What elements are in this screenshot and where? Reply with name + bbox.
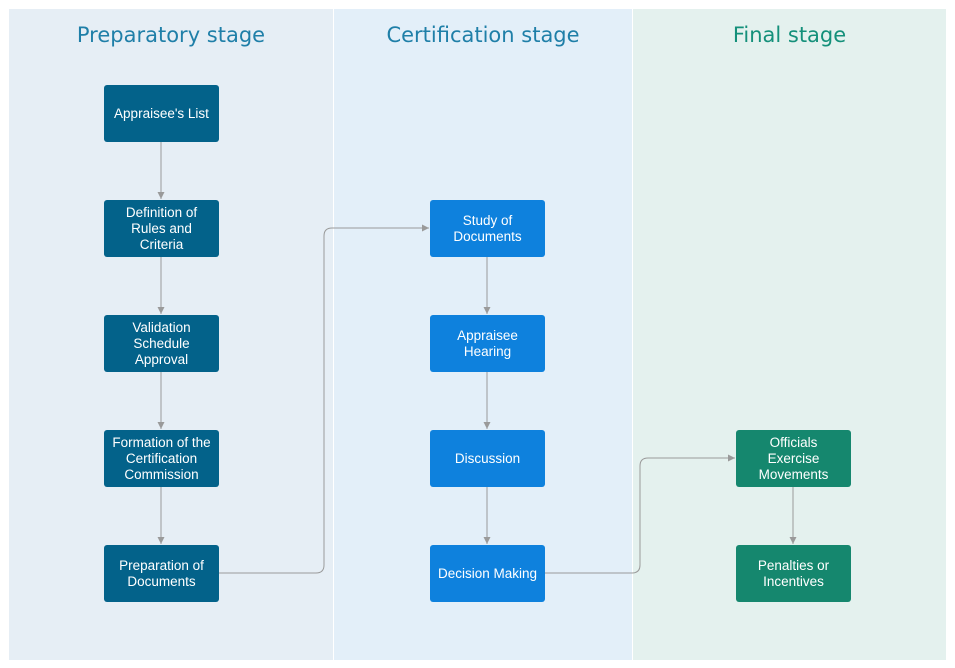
node-label: Appraisee's List (114, 105, 209, 121)
node-label: Officials Exercise Movements (758, 434, 829, 482)
node-label: Appraisee Hearing (457, 327, 518, 359)
node-label: Validation Schedule Approval (132, 319, 191, 367)
node-label: Study of Documents (453, 212, 522, 244)
lane-title-preparatory: Preparatory stage (76, 23, 266, 47)
node-appraisee-hearing[interactable]: Appraisee Hearing (430, 315, 545, 372)
node-label: Discussion (454, 450, 521, 466)
node-appraisees-list[interactable]: Appraisee's List (104, 85, 219, 142)
node-decision-making[interactable]: Decision Making (430, 545, 545, 602)
node-penalties-incentives[interactable]: Penalties or Incentives (736, 545, 851, 602)
node-label: Penalties or Incentives (757, 557, 830, 589)
node-officials-exercise[interactable]: Officials Exercise Movements (736, 430, 851, 487)
node-label: Preparation of Documents (119, 557, 204, 589)
node-discussion[interactable]: Discussion (430, 430, 545, 487)
node-label: Formation of the Certification Commissio… (112, 434, 211, 482)
lane-title-certification: Certification stage (386, 23, 580, 47)
node-preparation-documents[interactable]: Preparation of Documents (104, 545, 219, 602)
node-definition-of-rules[interactable]: Definition of Rules and Criteria (104, 200, 219, 257)
node-label: Definition of Rules and Criteria (125, 204, 198, 252)
node-study-documents[interactable]: Study of Documents (430, 200, 545, 257)
node-label: Decision Making (437, 565, 538, 581)
node-validation-schedule[interactable]: Validation Schedule Approval (104, 315, 219, 372)
node-formation-commission[interactable]: Formation of the Certification Commissio… (104, 430, 219, 487)
lane-title-final: Final stage (732, 23, 847, 47)
